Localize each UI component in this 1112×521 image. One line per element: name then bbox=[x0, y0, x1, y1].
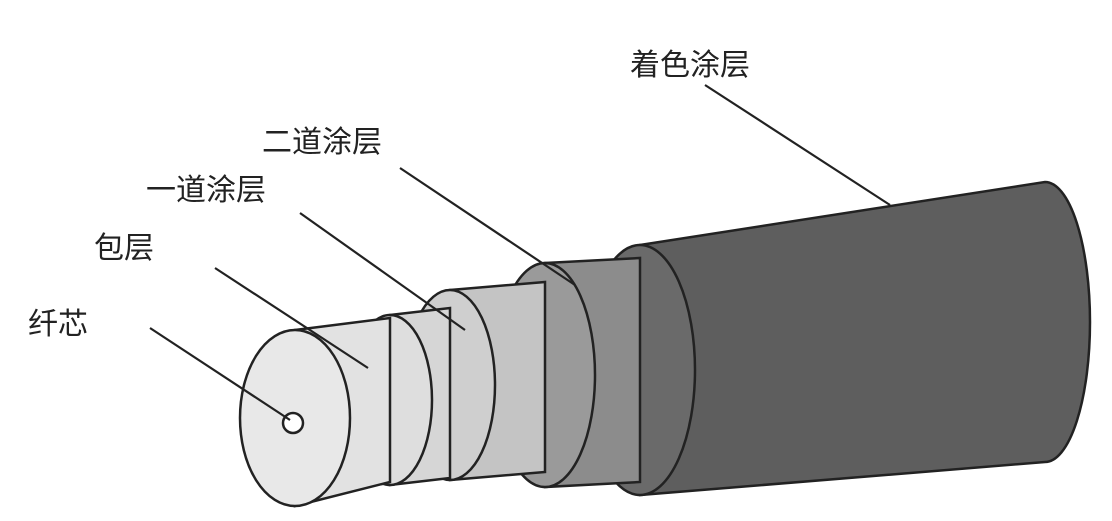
label-primary-coating: 一道涂层 bbox=[146, 173, 266, 208]
leader-colored-coating bbox=[704, 84, 891, 206]
label-colored-coating: 着色涂层 bbox=[630, 48, 750, 83]
leader-secondary-coating bbox=[399, 167, 576, 286]
label-core: 纤芯 bbox=[28, 307, 88, 342]
layer-colored-coating bbox=[583, 180, 1092, 497]
layer-core-face bbox=[238, 316, 392, 508]
label-cladding: 包层 bbox=[94, 231, 154, 266]
leader-primary-coating bbox=[299, 212, 466, 331]
fiber-core bbox=[281, 411, 305, 435]
leader-cladding bbox=[214, 267, 369, 369]
label-secondary-coating: 二道涂层 bbox=[262, 125, 382, 160]
leader-core bbox=[149, 327, 291, 421]
